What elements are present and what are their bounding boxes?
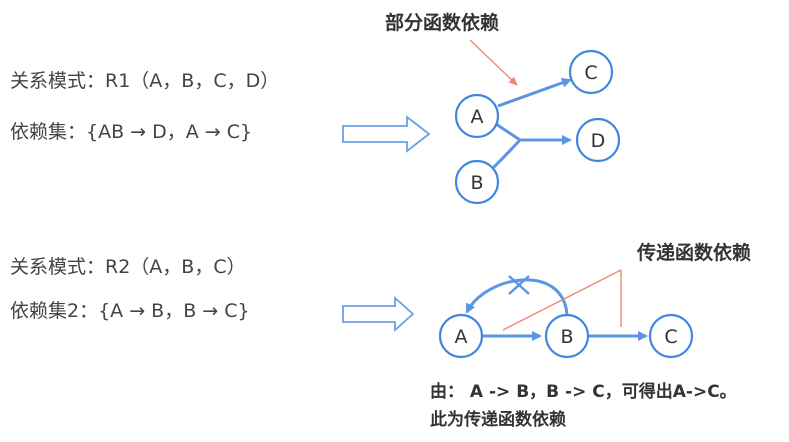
edge-a-to-c [497, 78, 572, 108]
top-hollow-arrow [342, 115, 431, 153]
svg-text:B: B [560, 326, 573, 348]
r2-fd-set-text: 依赖集2：{A → B，B → C} [10, 300, 250, 322]
node-b-top: B [454, 159, 500, 205]
node-a-bottom: A [438, 313, 484, 359]
r2-schema-text: 关系模式：R2（A，B，C） [10, 256, 246, 278]
transitive-note-line1: 由： A -> B，B -> C，可得出A->C。 [430, 382, 737, 402]
edge-a-join [495, 122, 521, 142]
node-b-bottom: B [544, 313, 590, 359]
svg-text:C: C [584, 62, 597, 84]
edge-b-join [491, 138, 522, 170]
bottom-hollow-arrow [342, 295, 415, 333]
svg-text:A: A [471, 106, 484, 128]
partial-dependency-heading: 部分函数依赖 [385, 12, 500, 34]
node-a-top: A [454, 93, 500, 139]
svg-text:A: A [455, 326, 468, 348]
transitive-note-line2: 此为传递函数依赖 [430, 410, 566, 430]
cross-mark-icon [508, 275, 530, 295]
edge-b-to-a-crossed [465, 278, 569, 315]
svg-text:C: C [664, 326, 677, 348]
node-c-bottom: C [648, 313, 694, 359]
transitive-pointer-left [502, 269, 622, 331]
svg-text:D: D [591, 130, 606, 152]
r1-fd-set-text: 依赖集：{AB → D，A → C} [10, 121, 253, 143]
svg-text:B: B [470, 172, 483, 194]
node-d-top: D [575, 117, 621, 163]
node-c-top: C [568, 49, 614, 95]
r1-schema-text: 关系模式：R1（A，B，C，D） [10, 70, 280, 92]
transitive-dependency-heading: 传递函数依赖 [637, 242, 752, 264]
partial-heading-pointer [469, 39, 518, 86]
